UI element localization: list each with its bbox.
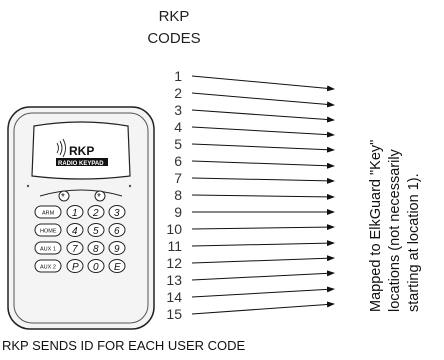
- key-7[interactable]: 7: [66, 241, 84, 256]
- code-number-14: 14: [166, 289, 182, 305]
- key-p[interactable]: P: [66, 259, 84, 274]
- key-0-label: 0: [93, 262, 99, 273]
- code-number-9: 9: [174, 204, 182, 220]
- side-key-aux1[interactable]: AUX 1: [34, 241, 62, 255]
- key-4[interactable]: 4: [66, 223, 84, 238]
- key-0[interactable]: 0: [87, 259, 105, 274]
- arrow-4: [191, 126, 335, 138]
- code-number-4: 4: [174, 119, 182, 135]
- side-note-line1: Mapped to ElkGuard "Key": [368, 140, 384, 312]
- key-8[interactable]: 8: [87, 241, 105, 256]
- arrow-8: [191, 193, 335, 200]
- code-number-10: 10: [166, 221, 182, 237]
- side-key-aux1-label: AUX 1: [40, 247, 56, 253]
- arrow-3: [191, 109, 335, 123]
- code-number-3: 3: [174, 102, 182, 118]
- keypad-device: RKP RADIO KEYPAD * * ARM HOME AUX 1 AUX …: [7, 106, 155, 330]
- key-1-label: 1: [72, 208, 78, 219]
- arrow-2: [191, 92, 335, 108]
- side-key-aux2[interactable]: AUX 2: [34, 259, 62, 273]
- code-number-11: 11: [167, 238, 182, 254]
- code-number-13: 13: [166, 272, 182, 288]
- keypad-brand-icon: [56, 138, 66, 158]
- key-5-label: 5: [93, 226, 99, 237]
- code-number-12: 12: [166, 255, 182, 271]
- code-number-5: 5: [174, 136, 182, 152]
- key-9[interactable]: 9: [108, 241, 126, 256]
- arrow-13: [191, 270, 335, 281]
- key-7-label: 7: [72, 244, 78, 255]
- key-3-label: 3: [114, 208, 120, 219]
- side-note-line3: starting at location 1).: [406, 173, 422, 312]
- star-label-right: *: [97, 192, 101, 203]
- side-key-home[interactable]: HOME: [34, 223, 62, 237]
- side-key-arm-label: ARM: [42, 211, 55, 217]
- caption: RKP SENDS ID FOR EACH USER CODE: [2, 338, 246, 353]
- key-2[interactable]: 2: [87, 205, 105, 220]
- side-key-arm[interactable]: ARM: [34, 205, 62, 219]
- arrow-5: [191, 143, 335, 153]
- arrow-15: [191, 301, 335, 315]
- key-4-label: 4: [72, 226, 78, 237]
- key-e-label: E: [114, 262, 121, 273]
- key-e[interactable]: E: [108, 259, 126, 274]
- arrow-6: [191, 160, 335, 169]
- arrow-1: [191, 75, 335, 92]
- arrow-7: [191, 177, 335, 184]
- side-key-home-label: HOME: [40, 229, 57, 235]
- arrow-12: [191, 255, 335, 264]
- key-8-label: 8: [93, 244, 99, 255]
- diagram-title-line1: RKP: [158, 8, 190, 25]
- star-button-right[interactable]: [94, 190, 106, 202]
- key-p-label: P: [72, 262, 79, 273]
- side-note: Mapped to ElkGuard "Key" locations (not …: [368, 140, 422, 312]
- key-5[interactable]: 5: [87, 223, 105, 238]
- keypad-subtitle: RADIO KEYPAD: [58, 161, 104, 167]
- star-label-left: *: [61, 192, 65, 203]
- key-9-label: 9: [114, 244, 120, 255]
- code-number-15: 15: [166, 306, 182, 322]
- key-3[interactable]: 3: [108, 205, 126, 220]
- star-button-left[interactable]: [58, 190, 70, 202]
- code-number-2: 2: [174, 85, 182, 101]
- keypad-brand: RKP: [69, 144, 94, 158]
- side-note-line2: locations (not necessarily: [387, 148, 403, 312]
- key-6-label: 6: [114, 226, 120, 237]
- diagram-title-line2: CODES: [147, 30, 201, 47]
- key-1[interactable]: 1: [66, 205, 84, 220]
- code-number-8: 8: [174, 187, 182, 203]
- side-key-aux2-label: AUX 2: [40, 265, 56, 271]
- code-number-7: 7: [174, 170, 182, 186]
- key-2-label: 2: [92, 208, 99, 219]
- key-6[interactable]: 6: [108, 223, 126, 238]
- arrow-11: [191, 240, 335, 247]
- arrow-10: [191, 224, 335, 231]
- arrow-14: [191, 286, 335, 298]
- code-number-6: 6: [174, 153, 182, 169]
- code-number-1: 1: [174, 68, 182, 84]
